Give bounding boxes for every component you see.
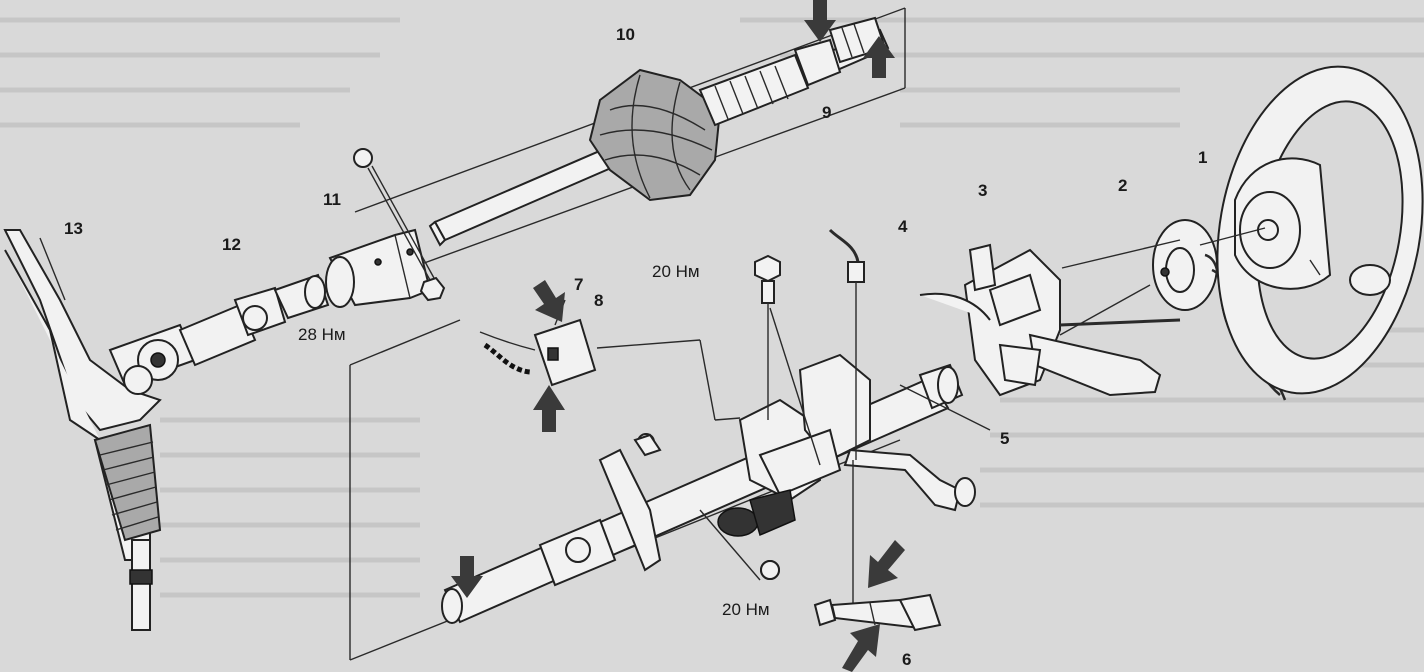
part-5-column-tube [441, 353, 976, 624]
torque-bolt-20: 20 Нм [652, 262, 700, 281]
label-5: 5 [1000, 429, 1009, 448]
label-3: 3 [978, 181, 987, 200]
arrow-shaft-top-down [804, 0, 836, 42]
label-10: 10 [616, 25, 635, 44]
label-6: 6 [902, 650, 911, 669]
nut-20-lower [760, 560, 780, 580]
nut-28 [419, 276, 446, 302]
part-10-boot-stippled [588, 68, 722, 202]
part-13-steering-mechanism [3, 229, 162, 631]
rubber-boot [93, 423, 162, 542]
part-9-10-upper-shaft [428, 16, 890, 247]
torque-nut-20: 20 Нм [722, 600, 770, 619]
label-11: 11 [323, 190, 341, 209]
small-clip-left [633, 433, 662, 457]
arrow-column-end [451, 556, 483, 598]
part-6-pin [813, 593, 942, 632]
label-12: 12 [222, 235, 241, 254]
label-2: 2 [1118, 176, 1127, 195]
part-9-bellows [698, 16, 887, 127]
part-1-steering-wheel [1216, 65, 1424, 395]
torque-nut-28: 28 Нм [298, 325, 346, 344]
part-8-connector [479, 318, 597, 387]
lock-cylinder [717, 489, 796, 537]
label-9: 9 [822, 103, 831, 122]
part-4-wire-connector [828, 228, 865, 615]
label-4: 4 [898, 217, 908, 236]
part-3-combination-switch [919, 243, 1181, 397]
label-8: 8 [594, 291, 603, 310]
label-13: 13 [64, 219, 83, 238]
column-bracket [738, 353, 871, 502]
clamp-bolt [353, 148, 435, 281]
arrow-pin-bottom [842, 624, 880, 672]
leader-lines [596, 227, 1266, 581]
label-1: 1 [1198, 148, 1207, 167]
arrow-connector-top [533, 280, 565, 322]
column-lower-bracket [538, 448, 662, 587]
torque-labels: 20 Нм 28 Нм 20 Нм [298, 262, 770, 619]
label-7: 7 [574, 275, 583, 294]
arrows [451, 0, 905, 672]
bolt-20-upper [754, 254, 781, 420]
arrow-pin-top [868, 540, 905, 588]
arrow-connector-bottom [533, 385, 565, 432]
callout-labels: 1 2 3 4 5 6 7 8 9 10 11 12 13 [64, 25, 1207, 669]
arrow-shaft-top-up [863, 36, 895, 78]
part-12-intermediate-shaft [108, 273, 330, 395]
